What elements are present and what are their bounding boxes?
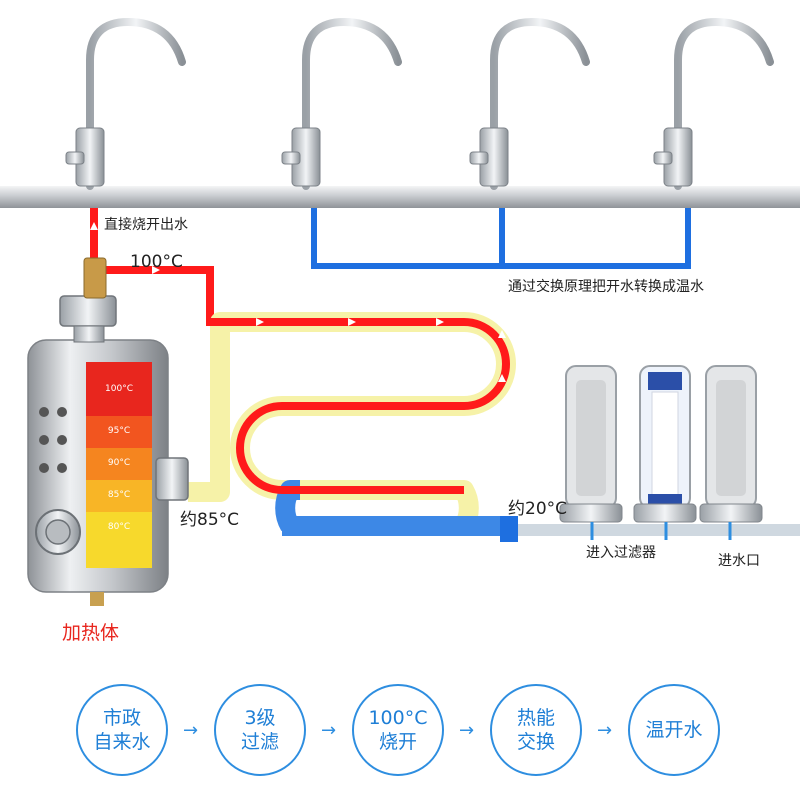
- arrow-right-icon: →: [183, 720, 199, 741]
- process-step-text: 3级 过滤: [240, 707, 279, 753]
- faucet-icon: [281, 17, 402, 190]
- about-20-label: 约20°C: [508, 499, 568, 519]
- process-flow: 市政 自来水 → 3级 过滤 → 100°C 烧开 → 热能 交换 → 温开水: [0, 684, 800, 794]
- process-step: 3级 过滤: [214, 684, 306, 776]
- valve-icon: [155, 457, 189, 501]
- main-pipe: [0, 186, 800, 208]
- filter-cartridge-icon: [559, 365, 623, 523]
- heater-level-label: 85°C: [107, 490, 131, 500]
- heater-level-label: 90°C: [107, 458, 131, 468]
- process-step: 温开水: [628, 684, 720, 776]
- faucet-icon: [469, 17, 590, 190]
- temp-100-label: 100°C: [130, 252, 183, 272]
- process-step: 热能 交换: [490, 684, 582, 776]
- exchange-principle-label: 通过交换原理把开水转换成温水: [508, 279, 704, 295]
- heater-level-label: 95°C: [107, 426, 131, 436]
- diagram-canvas: [0, 17, 800, 606]
- filter-cartridge-icon: [699, 365, 763, 523]
- heater-tank: [27, 339, 169, 606]
- filter-cartridge-icon: [633, 365, 697, 523]
- flow-arrow-icon: [256, 318, 264, 326]
- exchanger-outer-tube: [188, 312, 516, 531]
- process-step: 市政 自来水: [76, 684, 168, 776]
- heater-level-label: 80°C: [107, 522, 131, 532]
- arrow-right-icon: →: [597, 720, 613, 741]
- heater-label: 加热体: [62, 622, 120, 644]
- flow-arrow-icon: [348, 318, 356, 326]
- flow-arrow-icon: [498, 288, 506, 296]
- process-step: 100°C 烧开: [352, 684, 444, 776]
- arrow-right-icon: →: [321, 720, 337, 741]
- process-step-text: 温开水: [645, 719, 703, 741]
- warm-water-distribution-pipe: [311, 208, 691, 269]
- flow-arrow-icon: [436, 318, 444, 326]
- faucet-icon: [653, 17, 774, 190]
- about-85-label: 约85°C: [180, 510, 240, 530]
- process-step-text: 100°C 烧开: [368, 707, 428, 753]
- heater-level-label: 100°C: [105, 384, 133, 394]
- water-inlet-label: 进水口: [718, 553, 760, 569]
- arrow-right-icon: →: [459, 720, 475, 741]
- valve-icon: [59, 257, 117, 343]
- flow-arrow-icon: [90, 222, 98, 230]
- into-filter-label: 进入过滤器: [586, 545, 656, 561]
- direct-boiling-label: 直接烧开出水: [104, 217, 188, 233]
- process-step-text: 市政 自来水: [93, 707, 151, 753]
- flow-arrow-icon: [498, 330, 506, 338]
- exchanger-hot-coil: [210, 318, 510, 494]
- faucet-icon: [65, 17, 186, 190]
- process-step-text: 热能 交换: [516, 707, 555, 753]
- flow-arrow-icon: [498, 374, 506, 382]
- flow-arrow-icon: [152, 266, 160, 274]
- cold-inlet-connector: [500, 516, 518, 542]
